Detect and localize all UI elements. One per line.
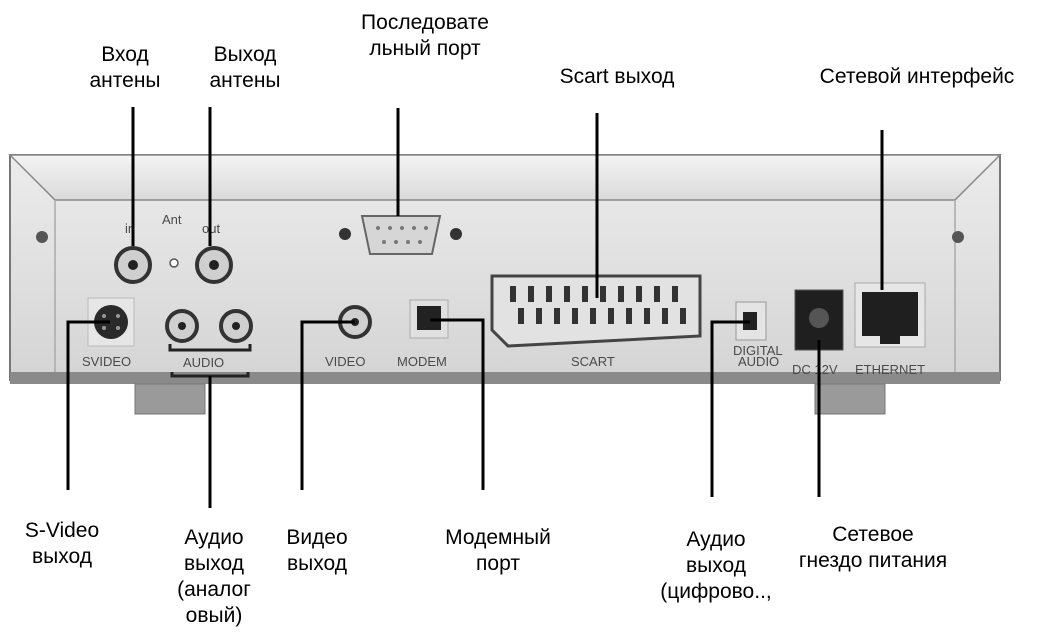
label-audio-analog: Аудио выход (аналог овый): [177, 526, 251, 627]
antenna-out-connector: [195, 246, 233, 284]
panel-label-digital-audio: AUDIO: [738, 354, 779, 369]
label-network-interface: Сетевой интерфейс: [819, 65, 1015, 88]
callout-line-video: [300, 320, 355, 490]
svideo-connector: [87, 297, 135, 347]
callout-line-digital-audio: [710, 320, 750, 497]
panel-label-in: in: [125, 221, 135, 236]
callout-line-modem: [430, 318, 485, 490]
label-scart-out: Scart выход: [559, 65, 675, 88]
panel-label-digital: DIGITAL: [733, 343, 783, 358]
panel-label-modem: MODEM: [397, 354, 447, 369]
panel-label-dc12v: DC 12V: [792, 362, 838, 377]
label-modem-port: Модемный порт: [445, 526, 551, 575]
label-audio-digital: Аудио выход (цифрово..,: [660, 528, 772, 603]
panel-label-video: VIDEO: [325, 354, 365, 369]
panel-label-scart: SCART: [571, 354, 615, 369]
ethernet-connector: [854, 282, 926, 348]
modem-connector: [409, 299, 449, 339]
callout-line-svideo: [66, 320, 110, 490]
panel-label-ethernet: ETHERNET: [855, 362, 925, 377]
serial-port: [339, 215, 462, 255]
panel-label-svideo: SVIDEO: [82, 354, 131, 369]
antenna-led: [169, 258, 179, 268]
scart-connector: [490, 274, 702, 348]
label-svideo-out: S-Video выход: [24, 519, 100, 568]
label-antenna-out: Выход антены: [209, 43, 281, 92]
panel-label-audio: AUDIO: [183, 355, 224, 370]
panel-label-ant: Ant: [162, 212, 182, 227]
label-power-socket: Сетевое гнездо питания: [798, 523, 948, 572]
label-video-out: Видео выход: [286, 526, 348, 575]
antenna-in-connector: [114, 246, 152, 284]
label-antenna-in: Вход антены: [89, 43, 161, 92]
label-serial-port: Последовате льный порт: [361, 11, 489, 60]
